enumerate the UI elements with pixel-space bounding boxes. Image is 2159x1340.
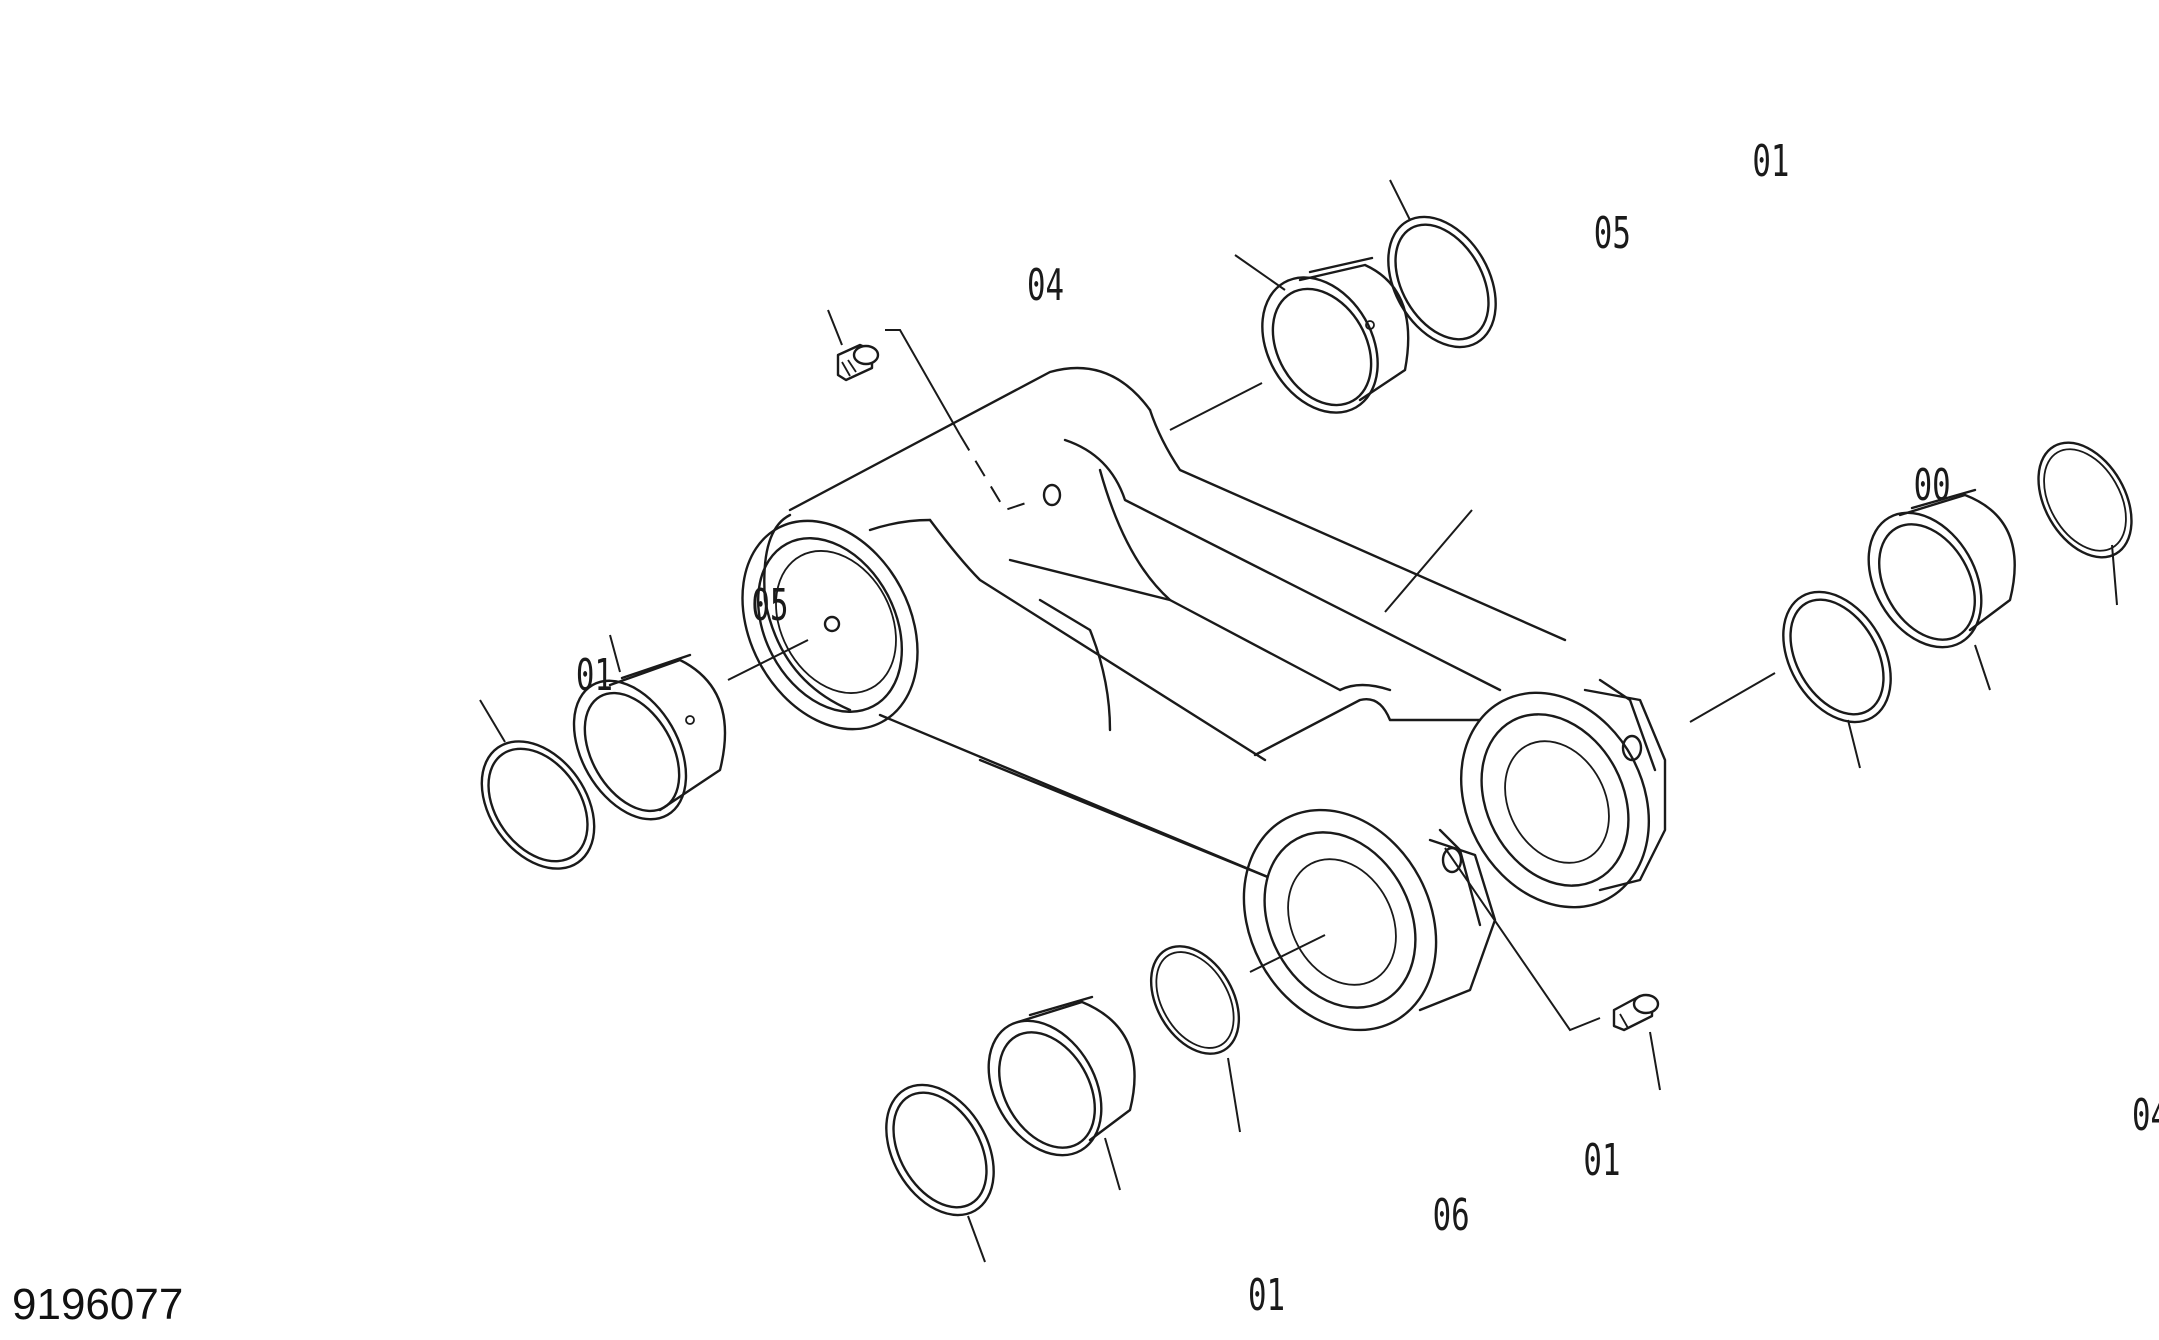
- callout-leaders: [479, 179, 2118, 1263]
- callout-01-bottom-inner: 01: [1583, 1134, 1620, 1185]
- callout-05-top: 05: [1594, 207, 1631, 258]
- callout-04-top: 04: [1027, 259, 1064, 310]
- seal-ring-bottom-outer: [885, 1083, 995, 1217]
- bushing-left-05: [572, 653, 727, 821]
- callout-00-body: 00: [1914, 459, 1951, 510]
- bushing-top-05: [1261, 256, 1410, 414]
- grease-fitting-bottom: [1612, 993, 1660, 1032]
- callout-04-bottom: 04: [2132, 1089, 2159, 1140]
- bushing-right-06: [1867, 488, 2016, 649]
- seal-ring-top: [1387, 215, 1497, 349]
- callout-01-top: 01: [1752, 135, 1789, 186]
- callout-labels: 01 05 04 00 05 01 01 06 01 01 04 06 01: [576, 135, 2159, 1320]
- callout-01-bottom-outer: 01: [1248, 1269, 1285, 1320]
- callout-06-bottom: 06: [1433, 1189, 1470, 1240]
- link-body-part-00: [741, 366, 1667, 1032]
- seal-ring-right-outer: [2037, 441, 2133, 559]
- assembly-lines: [727, 329, 1776, 1032]
- seal-ring-bottom-inner: [1149, 945, 1241, 1055]
- seal-ring-left: [480, 740, 596, 870]
- callout-01-left: 01: [576, 649, 613, 700]
- drawing-number: 9196077: [12, 1280, 184, 1329]
- seal-ring-right-inner: [1782, 590, 1892, 724]
- bushing-bottom-06: [987, 995, 1136, 1157]
- grease-fitting-top: [836, 343, 880, 382]
- callout-05-left: 05: [751, 579, 788, 630]
